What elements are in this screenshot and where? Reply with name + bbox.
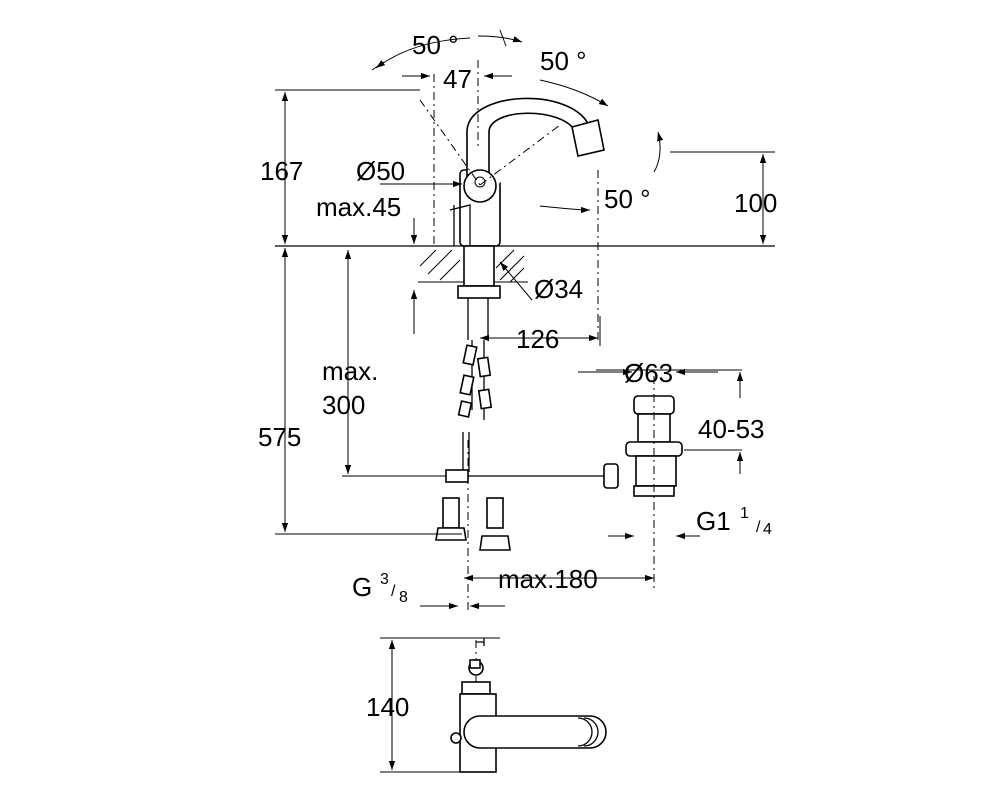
dimension-lines [281, 29, 767, 770]
label-thread-g1: G1 1 / 4 [696, 505, 772, 538]
plan-view [450, 638, 607, 773]
label-depth-140: 140 [366, 692, 409, 722]
svg-text:3: 3 [380, 571, 389, 588]
deck-hatch [418, 249, 528, 283]
svg-text:G: G [352, 572, 372, 602]
label-max-180: max.180 [498, 564, 598, 594]
label-height-167: 167 [260, 156, 303, 186]
mixer-body [449, 97, 605, 247]
label-angle-right: 50 ° [604, 184, 651, 214]
extension-lines [275, 89, 775, 773]
label-max-45: max.45 [316, 192, 401, 222]
svg-text:G1: G1 [696, 506, 731, 536]
label-max-300-line1: max. [322, 356, 378, 386]
shank-assembly [457, 245, 501, 340]
popup-rod [445, 463, 619, 489]
label-width-47: 47 [443, 64, 472, 94]
label-diameter-50: Ø50 [356, 156, 405, 186]
supply-hoses [457, 340, 493, 472]
waste-assembly [625, 395, 683, 497]
svg-text:1: 1 [740, 505, 749, 522]
label-angle-top-right: 50 ° [540, 46, 587, 76]
svg-text:/: / [391, 583, 396, 600]
svg-text:/: / [756, 519, 761, 536]
svg-text:8: 8 [399, 589, 408, 606]
angle-valve-right [479, 497, 511, 551]
label-range-40-53: 40-53 [698, 414, 765, 444]
label-max-300-line2: 300 [322, 390, 365, 420]
label-height-100: 100 [734, 188, 777, 218]
label-angle-top-left: 50 ° [412, 30, 459, 60]
label-thread-g38: G 3 / 8 [352, 571, 408, 606]
svg-text:4: 4 [763, 521, 772, 538]
swivel-line-right [479, 124, 561, 186]
label-diameter-63: Ø63 [624, 358, 673, 388]
dimension-labels: 50 ° 47 50 ° 167 Ø50 max.45 50 ° 100 Ø34… [258, 30, 777, 722]
label-diameter-34: Ø34 [534, 274, 583, 304]
label-height-575: 575 [258, 422, 301, 452]
label-length-126: 126 [516, 324, 559, 354]
